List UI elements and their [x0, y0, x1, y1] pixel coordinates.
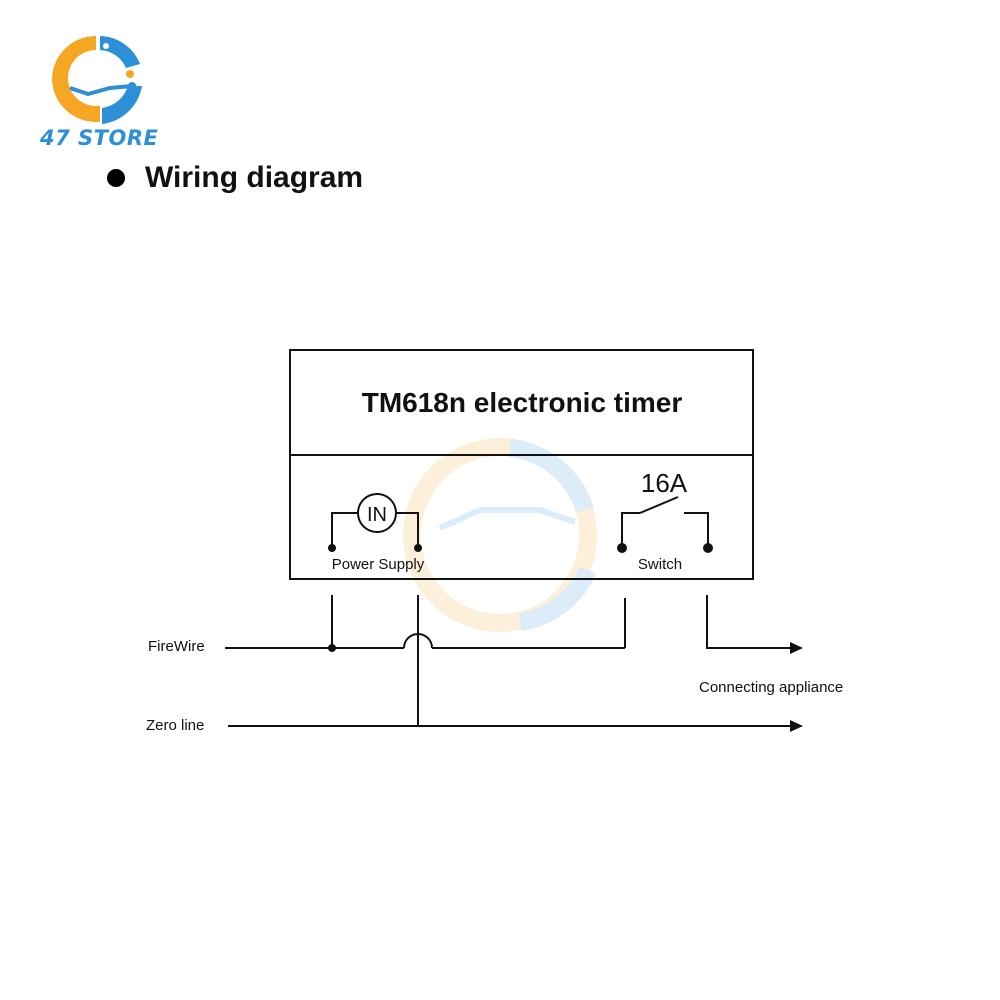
firewire-junction	[328, 644, 336, 652]
rating-label: 16A	[641, 468, 688, 498]
external-wiring	[225, 595, 793, 727]
timer-title: TM618n electronic timer	[362, 387, 683, 418]
timer-box	[289, 349, 754, 580]
switch-terminal-left	[617, 543, 627, 553]
appliance-label: Connecting appliance	[699, 679, 843, 696]
zero-line-label: Zero line	[146, 717, 204, 734]
appliance-arrow-top	[790, 642, 803, 654]
switch-label: Switch	[638, 556, 682, 573]
firewire-label: FireWire	[148, 638, 205, 655]
switch-terminal-right	[703, 543, 713, 553]
page-heading: Wiring diagram	[145, 161, 364, 194]
store-logo-icon	[52, 35, 142, 124]
power-supply-symbol	[331, 493, 419, 547]
power-terminal-left	[328, 544, 336, 552]
switch-symbol	[621, 496, 709, 546]
power-terminal-right	[414, 544, 422, 552]
watermark-logo-icon	[403, 438, 597, 632]
store-brand-name: 47 STORE	[40, 126, 159, 150]
power-supply-label: Power Supply	[332, 556, 425, 573]
power-symbol-label: IN	[367, 504, 387, 526]
appliance-arrow-bottom	[790, 720, 803, 732]
heading-bullet	[107, 169, 125, 187]
